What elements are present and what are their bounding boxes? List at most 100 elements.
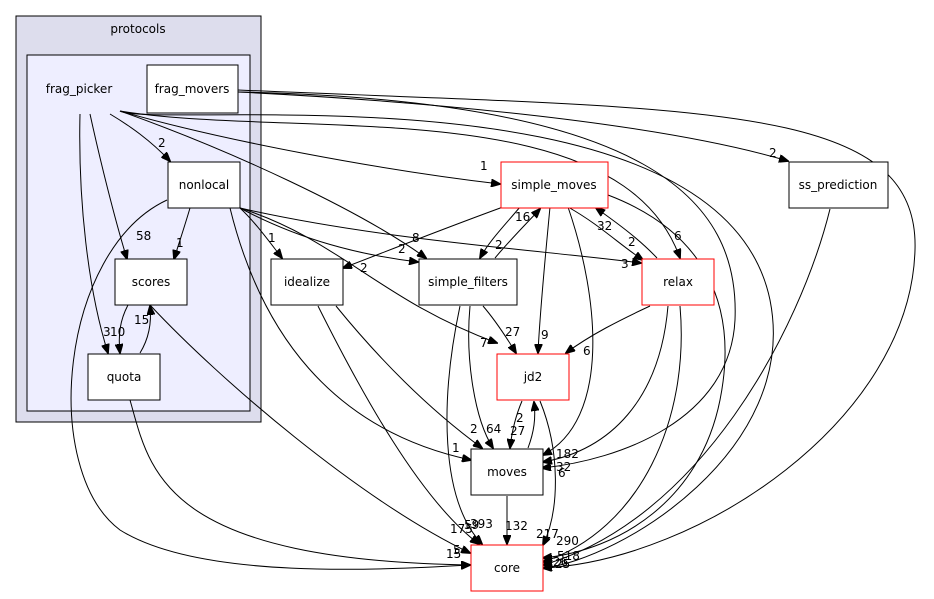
node-core[interactable]: core	[470, 544, 544, 592]
edge-label-moves-jd2: 2	[516, 411, 524, 425]
edge-idealize-core	[317, 305, 479, 544]
edge-label-core-217: 217	[536, 527, 559, 541]
edge-label-sf-jd2: 27	[505, 325, 520, 339]
node-scores[interactable]: scores	[114, 258, 188, 306]
edge-label-sm-relax: 32	[597, 219, 612, 233]
cluster-protocols-label: protocols	[110, 22, 165, 36]
edge-nonlocal-core	[70, 199, 470, 570]
edge-nonlocal-relax	[239, 207, 641, 263]
edge-label-core-59: 59	[464, 518, 479, 532]
edge-relax-moves	[543, 305, 669, 462]
edge-simplemoves-simplefilters	[480, 206, 521, 258]
edge-label-fp-nonlocal: 2	[158, 136, 166, 150]
svg-text:quota: quota	[107, 370, 142, 384]
node-simple-moves[interactable]: simple_moves	[500, 161, 609, 209]
node-simple-filters[interactable]: simple_filters	[418, 258, 518, 306]
edge-fragmovers-core	[237, 89, 916, 568]
edge-label-sf-moves: 64	[486, 422, 501, 436]
edge-label-nonlocal-relax: 3	[621, 257, 629, 271]
edge-simplefilters-core	[446, 305, 482, 544]
edge-simplefilters-simplemoves	[494, 209, 540, 259]
edge-label-relax-moves: 32	[556, 460, 571, 474]
edge-fragpicker-relax	[119, 110, 680, 258]
node-quota[interactable]: quota	[87, 353, 161, 401]
edge-fragpicker-quota	[79, 113, 108, 353]
edge-relax-simplemoves	[596, 208, 658, 259]
svg-text:ss_prediction: ss_prediction	[799, 178, 878, 192]
edges	[70, 89, 916, 570]
edge-nonlocal-simplefilters	[239, 207, 418, 262]
edge-label-core-15: 15	[446, 547, 461, 561]
edge-label-moves-core: 132	[505, 519, 528, 533]
node-jd2[interactable]: jd2	[496, 353, 570, 401]
edge-label-jd2-moves: 27	[510, 424, 525, 438]
node-ss-prediction[interactable]: ss_prediction	[788, 161, 889, 209]
edge-fragpicker-nonlocal	[109, 113, 170, 161]
edge-simplemoves-idealize	[343, 206, 504, 268]
edge-label-nonlocal-scores: 1	[176, 236, 184, 250]
edge-scores-quota	[119, 304, 129, 353]
edge-label-idealize-moves: 2	[470, 422, 478, 436]
edge-nonlocal-jd2	[239, 207, 497, 343]
edge-label-core-5: 5	[453, 543, 461, 557]
edge-idealize-moves	[335, 305, 482, 448]
edge-label-nonlocal-jd2: 7	[480, 336, 488, 350]
edge-label-core-25: 25	[555, 557, 570, 571]
edge-nonlocal-idealize	[239, 207, 282, 258]
svg-text:simple_moves: simple_moves	[511, 178, 596, 192]
node-moves[interactable]: moves	[470, 448, 544, 496]
edge-nonlocal-moves	[229, 207, 471, 460]
svg-text:relax: relax	[663, 275, 693, 289]
edge-fragmovers-moves	[237, 91, 736, 468]
edge-label-core-290: 290	[556, 534, 579, 548]
edge-label-nonlocal-moves: 1	[452, 441, 460, 455]
svg-text:moves: moves	[487, 465, 527, 479]
edge-label-relax-jd2: 6	[583, 344, 591, 358]
edge-scores-core	[149, 304, 470, 553]
svg-text:jd2: jd2	[523, 370, 543, 384]
edge-fragpicker-core	[119, 110, 774, 568]
edge-label-nonlocal-sf: 2	[398, 242, 406, 256]
edge-label-nonlocal-sf2: 2	[360, 261, 368, 275]
nodes: frag_movers nonlocal scores quota simple…	[87, 64, 889, 592]
edge-label-sm-sf: 16	[515, 210, 530, 224]
edge-simplemoves-core	[543, 194, 726, 558]
edge-label-core-175: 175	[450, 522, 473, 536]
edge-fragpicker-scores	[89, 113, 127, 259]
edge-nonlocal-scores	[174, 207, 191, 259]
edge-label-fm-ss: 2	[769, 146, 777, 160]
edge-labels: 2 58 10 1 8 6 2 1 1 2 2 3 7 1 3 15 16 2 …	[103, 136, 777, 571]
node-frag-picker-label[interactable]: frag_picker	[46, 82, 113, 96]
svg-text:idealize: idealize	[284, 275, 330, 289]
edge-label-relax-sm: 2	[628, 235, 636, 249]
edge-label-fp-simplefilters: 8	[412, 231, 420, 245]
edge-jd2-core	[539, 400, 556, 545]
edge-label-core-26: 26	[553, 555, 568, 569]
edge-relax-core	[543, 305, 682, 562]
edge-fragpicker-simplefilters	[119, 110, 426, 258]
edge-jd2-moves	[510, 400, 523, 448]
node-frag-movers[interactable]: frag_movers	[146, 64, 239, 114]
svg-text:core: core	[494, 561, 520, 575]
edge-label-nonlocal-idealize: 1	[268, 231, 276, 245]
edge-simplefilters-moves	[468, 305, 493, 448]
node-idealize[interactable]: idealize	[270, 258, 344, 306]
edge-relax-jd2	[566, 305, 651, 353]
node-relax[interactable]: relax	[641, 258, 715, 306]
node-nonlocal[interactable]: nonlocal	[167, 161, 241, 209]
edge-fragpicker-simplemoves	[119, 110, 500, 184]
svg-text:scores: scores	[132, 275, 171, 289]
edge-label-sm-jd2: 9	[541, 328, 549, 342]
edge-label-core-393: 393	[470, 517, 493, 531]
edge-label-fp-relax: 6	[674, 229, 682, 243]
edge-label-core-518: 518	[557, 549, 580, 563]
edge-label-fm-moves: 6	[558, 466, 566, 480]
svg-text:simple_filters: simple_filters	[428, 275, 508, 289]
edge-label-scores-quota: 3	[103, 325, 111, 339]
edge-simplemoves-moves	[543, 206, 594, 455]
edge-label-fp-scores: 58	[136, 229, 151, 243]
edge-label-sm-moves: 182	[556, 447, 579, 461]
edge-fragmovers-ss	[237, 91, 788, 161]
svg-text:nonlocal: nonlocal	[179, 178, 230, 192]
